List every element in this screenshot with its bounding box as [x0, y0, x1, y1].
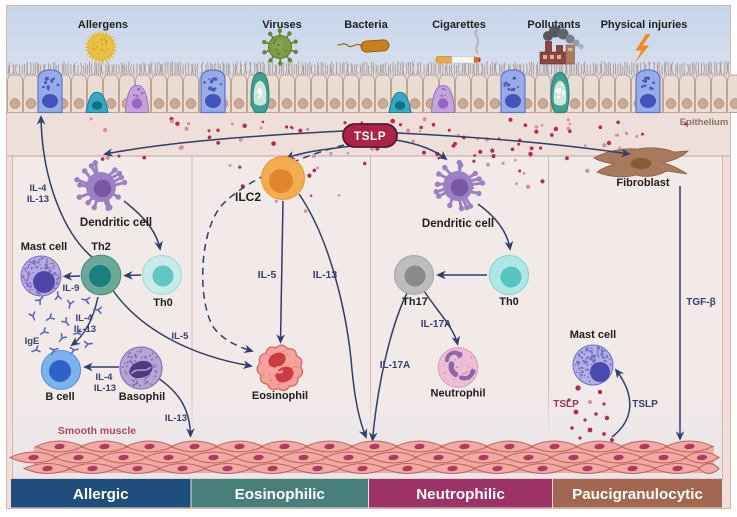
svg-text:Neutrophilic: Neutrophilic: [416, 486, 505, 503]
svg-text:B cell: B cell: [45, 391, 74, 403]
svg-text:Dendritic cell: Dendritic cell: [422, 218, 494, 230]
svg-text:IL-4: IL-4: [96, 372, 114, 383]
svg-text:IL-17A: IL-17A: [421, 319, 452, 330]
svg-text:Cigarettes: Cigarettes: [432, 19, 486, 31]
svg-text:IL-13: IL-13: [165, 413, 187, 424]
svg-text:Allergens: Allergens: [78, 19, 128, 31]
svg-text:TSLP: TSLP: [354, 129, 386, 143]
svg-text:IL-13: IL-13: [94, 383, 116, 394]
svg-text:Th2: Th2: [91, 241, 111, 253]
svg-text:Pollutants: Pollutants: [527, 19, 580, 31]
svg-text:IL-13: IL-13: [74, 324, 96, 335]
svg-text:Physical injuries: Physical injuries: [601, 19, 688, 31]
svg-text:Th17: Th17: [402, 296, 428, 308]
svg-text:Eosinophilic: Eosinophilic: [235, 486, 325, 503]
svg-text:IL-13: IL-13: [27, 194, 49, 205]
svg-text:TGF-β: TGF-β: [686, 297, 715, 308]
svg-text:IL-5: IL-5: [172, 331, 190, 342]
svg-text:IL-4: IL-4: [76, 313, 94, 324]
svg-text:Epithelium: Epithelium: [680, 117, 729, 128]
svg-text:Allergic: Allergic: [73, 486, 129, 503]
svg-text:Th0: Th0: [153, 297, 173, 309]
svg-text:ILC2: ILC2: [235, 190, 261, 204]
svg-text:Dendritic cell: Dendritic cell: [80, 217, 152, 229]
svg-text:TSLP: TSLP: [632, 399, 658, 410]
svg-text:Viruses: Viruses: [262, 19, 302, 31]
svg-text:Eosinophil: Eosinophil: [252, 390, 308, 402]
svg-text:Basophil: Basophil: [119, 391, 165, 403]
svg-text:TSLP: TSLP: [553, 399, 579, 410]
svg-text:Neutrophil: Neutrophil: [431, 388, 486, 400]
svg-text:Bacteria: Bacteria: [344, 19, 388, 31]
svg-text:Smooth muscle: Smooth muscle: [58, 425, 136, 437]
svg-text:Mast cell: Mast cell: [570, 329, 616, 341]
svg-text:IL-5: IL-5: [258, 269, 277, 281]
svg-text:IgE: IgE: [25, 336, 40, 347]
svg-text:Fibroblast: Fibroblast: [616, 177, 670, 189]
svg-text:Paucigranulocytic: Paucigranulocytic: [572, 486, 703, 503]
svg-text:IL-9: IL-9: [63, 283, 80, 294]
svg-text:IL-13: IL-13: [313, 269, 338, 281]
svg-text:Th0: Th0: [499, 296, 519, 308]
svg-text:IL-17A: IL-17A: [380, 360, 411, 371]
svg-text:Mast cell: Mast cell: [21, 241, 67, 253]
svg-text:IL-4: IL-4: [30, 183, 48, 194]
